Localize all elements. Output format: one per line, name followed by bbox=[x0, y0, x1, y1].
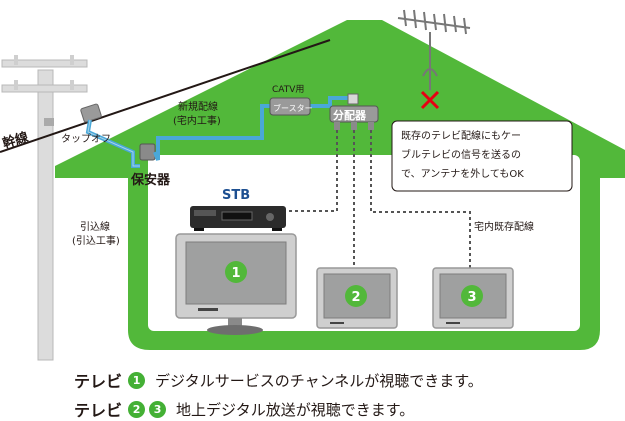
drop-line-label-2: (引込工事) bbox=[72, 234, 120, 247]
legend-1-text: デジタルサービスのチャンネルが視聴できます。 bbox=[155, 371, 483, 390]
new-wiring-label-1: 新規配線 bbox=[178, 100, 218, 113]
drop-line-label-1: 引込線 bbox=[80, 220, 110, 233]
tv-3-number: 3 bbox=[467, 290, 476, 305]
trunk-label: 幹線 bbox=[1, 129, 31, 152]
note-box bbox=[391, 120, 573, 192]
antenna-icon bbox=[397, 9, 471, 90]
stb-label: STB bbox=[222, 188, 250, 203]
trunk-line bbox=[0, 39, 331, 153]
booster-device bbox=[269, 97, 311, 116]
protector-label: 保安器 bbox=[130, 172, 171, 188]
booster-label-1: CATV用 bbox=[272, 84, 304, 95]
existing-wiring-label: 宅内既存配線 bbox=[474, 220, 534, 233]
legend-2-number-2: 3 bbox=[149, 400, 167, 418]
tv-3 bbox=[432, 267, 514, 329]
legend-2-text: 地上デジタル放送が視聴できます。 bbox=[176, 400, 415, 419]
tv-1-number: 1 bbox=[231, 266, 240, 281]
tv-1 bbox=[175, 233, 297, 335]
existing-wiring bbox=[288, 130, 471, 268]
splitter-device bbox=[329, 93, 379, 130]
tv-2 bbox=[316, 267, 398, 329]
note-line-2: ブルテレビの信号を送るの bbox=[401, 148, 521, 161]
splitter-label: 分配器 bbox=[333, 108, 367, 122]
legend-1-number-1: 1 bbox=[128, 371, 146, 389]
booster-label-2: ブースター bbox=[273, 103, 313, 113]
antenna-x-icon bbox=[420, 90, 440, 110]
utility-pole bbox=[1, 55, 88, 361]
legend-1-prefix: テレビ bbox=[74, 372, 123, 391]
stb-device bbox=[190, 206, 286, 231]
legend-2-prefix: テレビ bbox=[74, 401, 123, 420]
new-wiring-label-2: (宅内工事) bbox=[173, 114, 221, 127]
legend-row-1: テレビ 1 デジタルサービスのチャンネルが視聴できます。 bbox=[74, 368, 483, 392]
tap-off-label: タップオフ bbox=[61, 133, 111, 145]
tv-2-number: 2 bbox=[351, 290, 360, 305]
tap-off-device bbox=[80, 103, 102, 123]
note-line-1: 既存のテレビ配線にもケー bbox=[401, 129, 521, 142]
legend-row-2: テレビ 2 3 地上デジタル放送が視聴できます。 bbox=[74, 397, 414, 421]
legend-2-number-1: 2 bbox=[128, 400, 146, 418]
protector-device bbox=[139, 143, 156, 161]
new-wiring-cable bbox=[153, 96, 352, 161]
note-line-3: で、アンテナを外してもOK bbox=[401, 168, 524, 180]
